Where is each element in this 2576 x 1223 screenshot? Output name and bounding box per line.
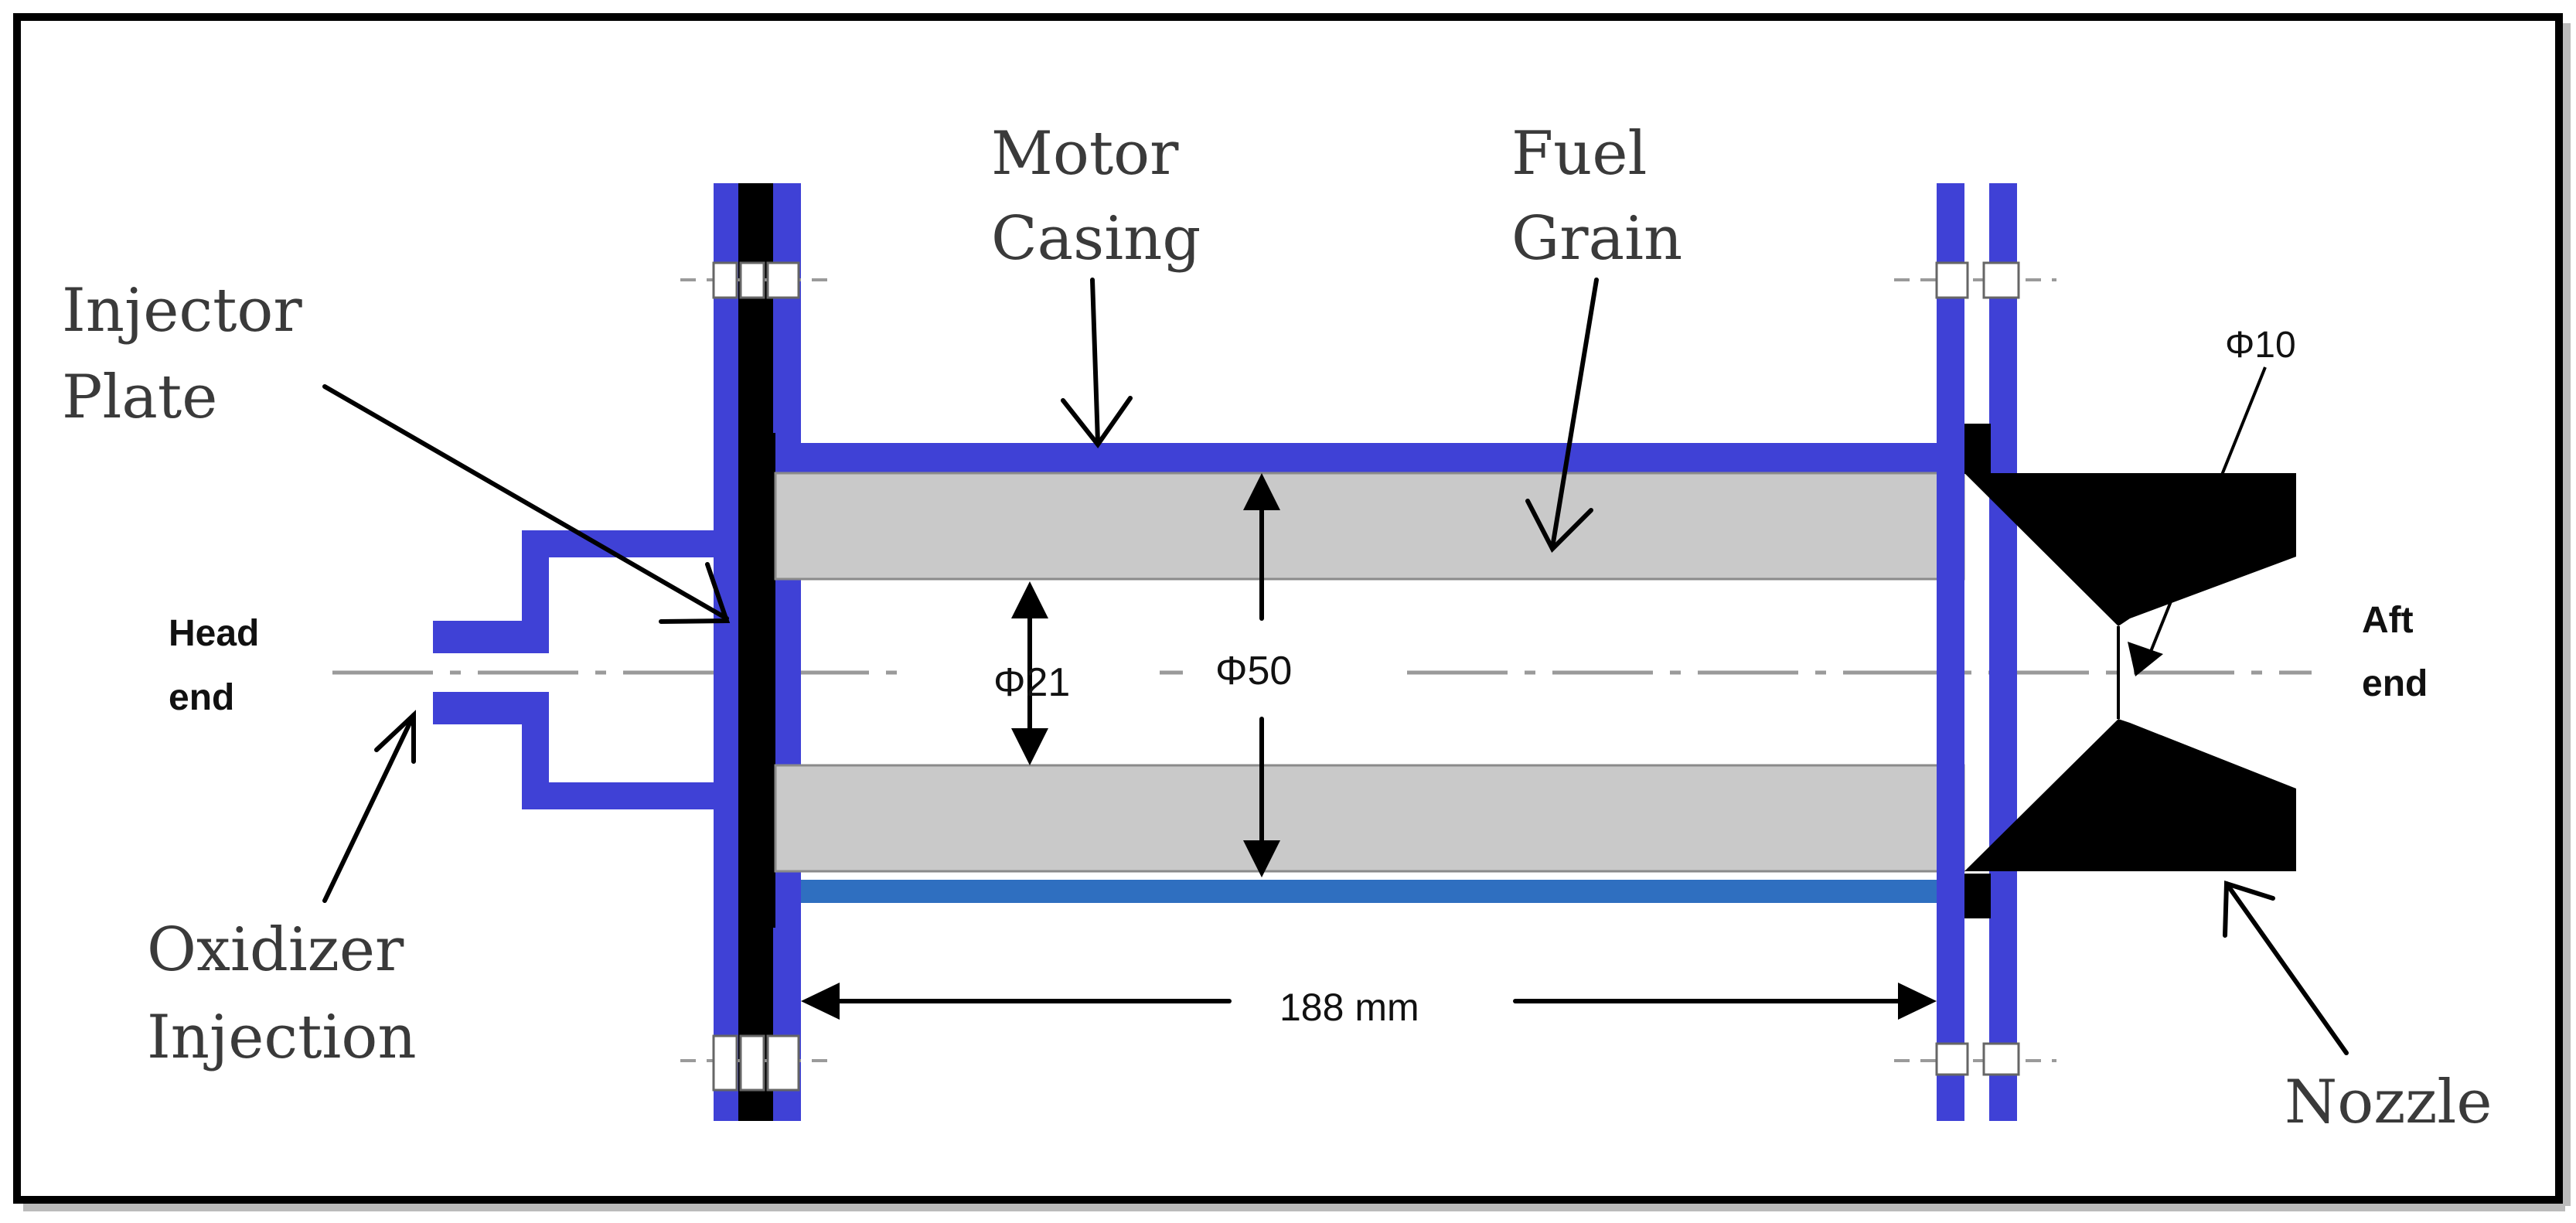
oxidizer-inlet — [433, 530, 723, 809]
fuel-grain-label-1: Fuel — [1511, 119, 1647, 189]
port-diameter-arrow — [1011, 581, 1048, 765]
fuel-grain-leader — [1525, 278, 1599, 554]
throat-leader — [2128, 366, 2267, 676]
port-diameter-label: Φ21 — [993, 660, 1070, 705]
length-arrow — [801, 983, 1937, 1020]
fuel-grain-label-2: Grain — [1511, 204, 1682, 274]
motor-casing-label-1: Motor — [991, 119, 1179, 189]
motor-casing-top — [801, 443, 1941, 474]
nozzle-leader — [2223, 880, 2349, 1055]
head-end-label-1: Head — [169, 613, 259, 654]
outer-diameter-label: Φ50 — [1215, 649, 1292, 693]
injector-plate-leader — [322, 384, 731, 624]
head-end-label-2: end — [169, 677, 234, 718]
aft-bolts — [1894, 261, 2056, 1076]
motor-casing-bottom — [801, 880, 1941, 903]
fuel-grain-top — [774, 472, 1965, 581]
aft-end-label-1: Aft — [2362, 600, 2414, 641]
aft-end-label-2: end — [2362, 663, 2428, 704]
throat-diameter-label: Φ10 — [2225, 325, 2296, 366]
oxidizer-label-1: Oxidizer — [147, 915, 404, 985]
aft-flange — [1937, 183, 2017, 1121]
nozzle-label: Nozzle — [2285, 1068, 2493, 1137]
head-bolts — [680, 261, 827, 1092]
oxidizer-leader — [322, 710, 416, 903]
injector-plate-label-2: Plate — [62, 363, 217, 432]
motor-casing-leader — [1061, 278, 1133, 449]
injector-plate — [738, 433, 775, 928]
fuel-grain-bottom — [774, 764, 1965, 873]
nozzle-body — [1964, 473, 2296, 871]
length-label: 188 mm — [1279, 986, 1419, 1029]
motor-casing-label-2: Casing — [991, 204, 1201, 274]
injector-plate-label-1: Injector — [62, 276, 302, 346]
oxidizer-label-2: Injection — [147, 1003, 417, 1072]
outer-diameter-arrow — [1243, 473, 1280, 877]
